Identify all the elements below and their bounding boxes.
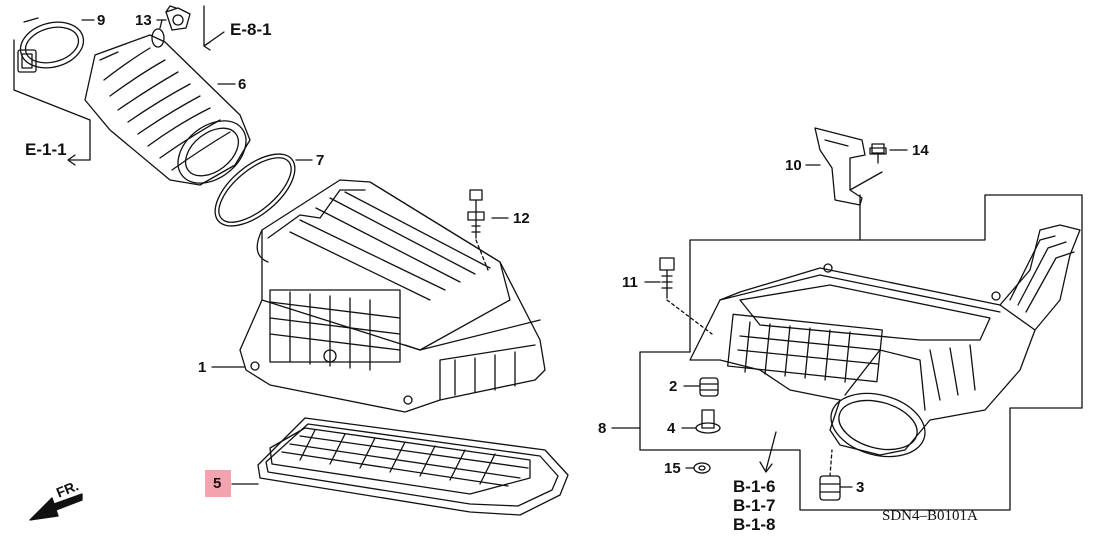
callout-13[interactable]: 13 [135, 12, 152, 29]
reference-b-1-8[interactable]: B-1-8 [733, 515, 776, 534]
callout-14[interactable]: 14 [912, 142, 929, 159]
callout-3[interactable]: 3 [856, 479, 865, 496]
reference-b-1-7[interactable]: B-1-7 [733, 496, 776, 515]
reference-e-8-1[interactable]: E-8-1 [230, 20, 272, 39]
bolt-part-11 [659, 257, 675, 299]
nut-part-15 [693, 462, 711, 474]
bolt-part-12 [467, 189, 485, 239]
callout-9[interactable]: 9 [97, 12, 106, 29]
clamp-part-13 [165, 5, 191, 31]
callout-8[interactable]: 8 [598, 420, 607, 437]
callout-2[interactable]: 2 [669, 378, 678, 395]
callout-15[interactable]: 15 [664, 460, 681, 477]
callout-1[interactable]: 1 [198, 359, 207, 376]
front-arrow-icon [29, 493, 83, 521]
callout-11[interactable]: 11 [622, 274, 638, 291]
part-5-highlight[interactable] [205, 470, 231, 497]
callout-6[interactable]: 6 [238, 76, 247, 93]
hose-clamp-part-9 [17, 17, 85, 73]
callout-7[interactable]: 7 [316, 152, 325, 169]
intake-hose-part-6 [84, 19, 251, 186]
reference-b-1-6[interactable]: B-1-6 [733, 477, 776, 496]
callout-5[interactable]: 5 [213, 475, 222, 492]
collar-part-4 [695, 409, 721, 434]
diagram-code: SDN4–B0101A [882, 508, 978, 524]
callout-10[interactable]: 10 [785, 157, 802, 174]
bolt-part-14 [869, 143, 887, 164]
air-filter-part-5 [257, 417, 569, 516]
reference-e-1-1[interactable]: E-1-1 [25, 140, 67, 159]
b-reference-arrow-icon [759, 431, 777, 473]
callout-12[interactable]: 12 [513, 210, 530, 227]
air-cleaner-upper-housing-part-1 [239, 179, 546, 413]
bracket-part-10 [814, 127, 866, 206]
callout-4[interactable]: 4 [667, 420, 676, 437]
o-ring-part-7 [214, 153, 296, 227]
grommet-part-3 [819, 475, 841, 501]
grommet-part-2 [699, 377, 719, 397]
air-cleaner-lower-housing-part-8 [689, 224, 1081, 458]
